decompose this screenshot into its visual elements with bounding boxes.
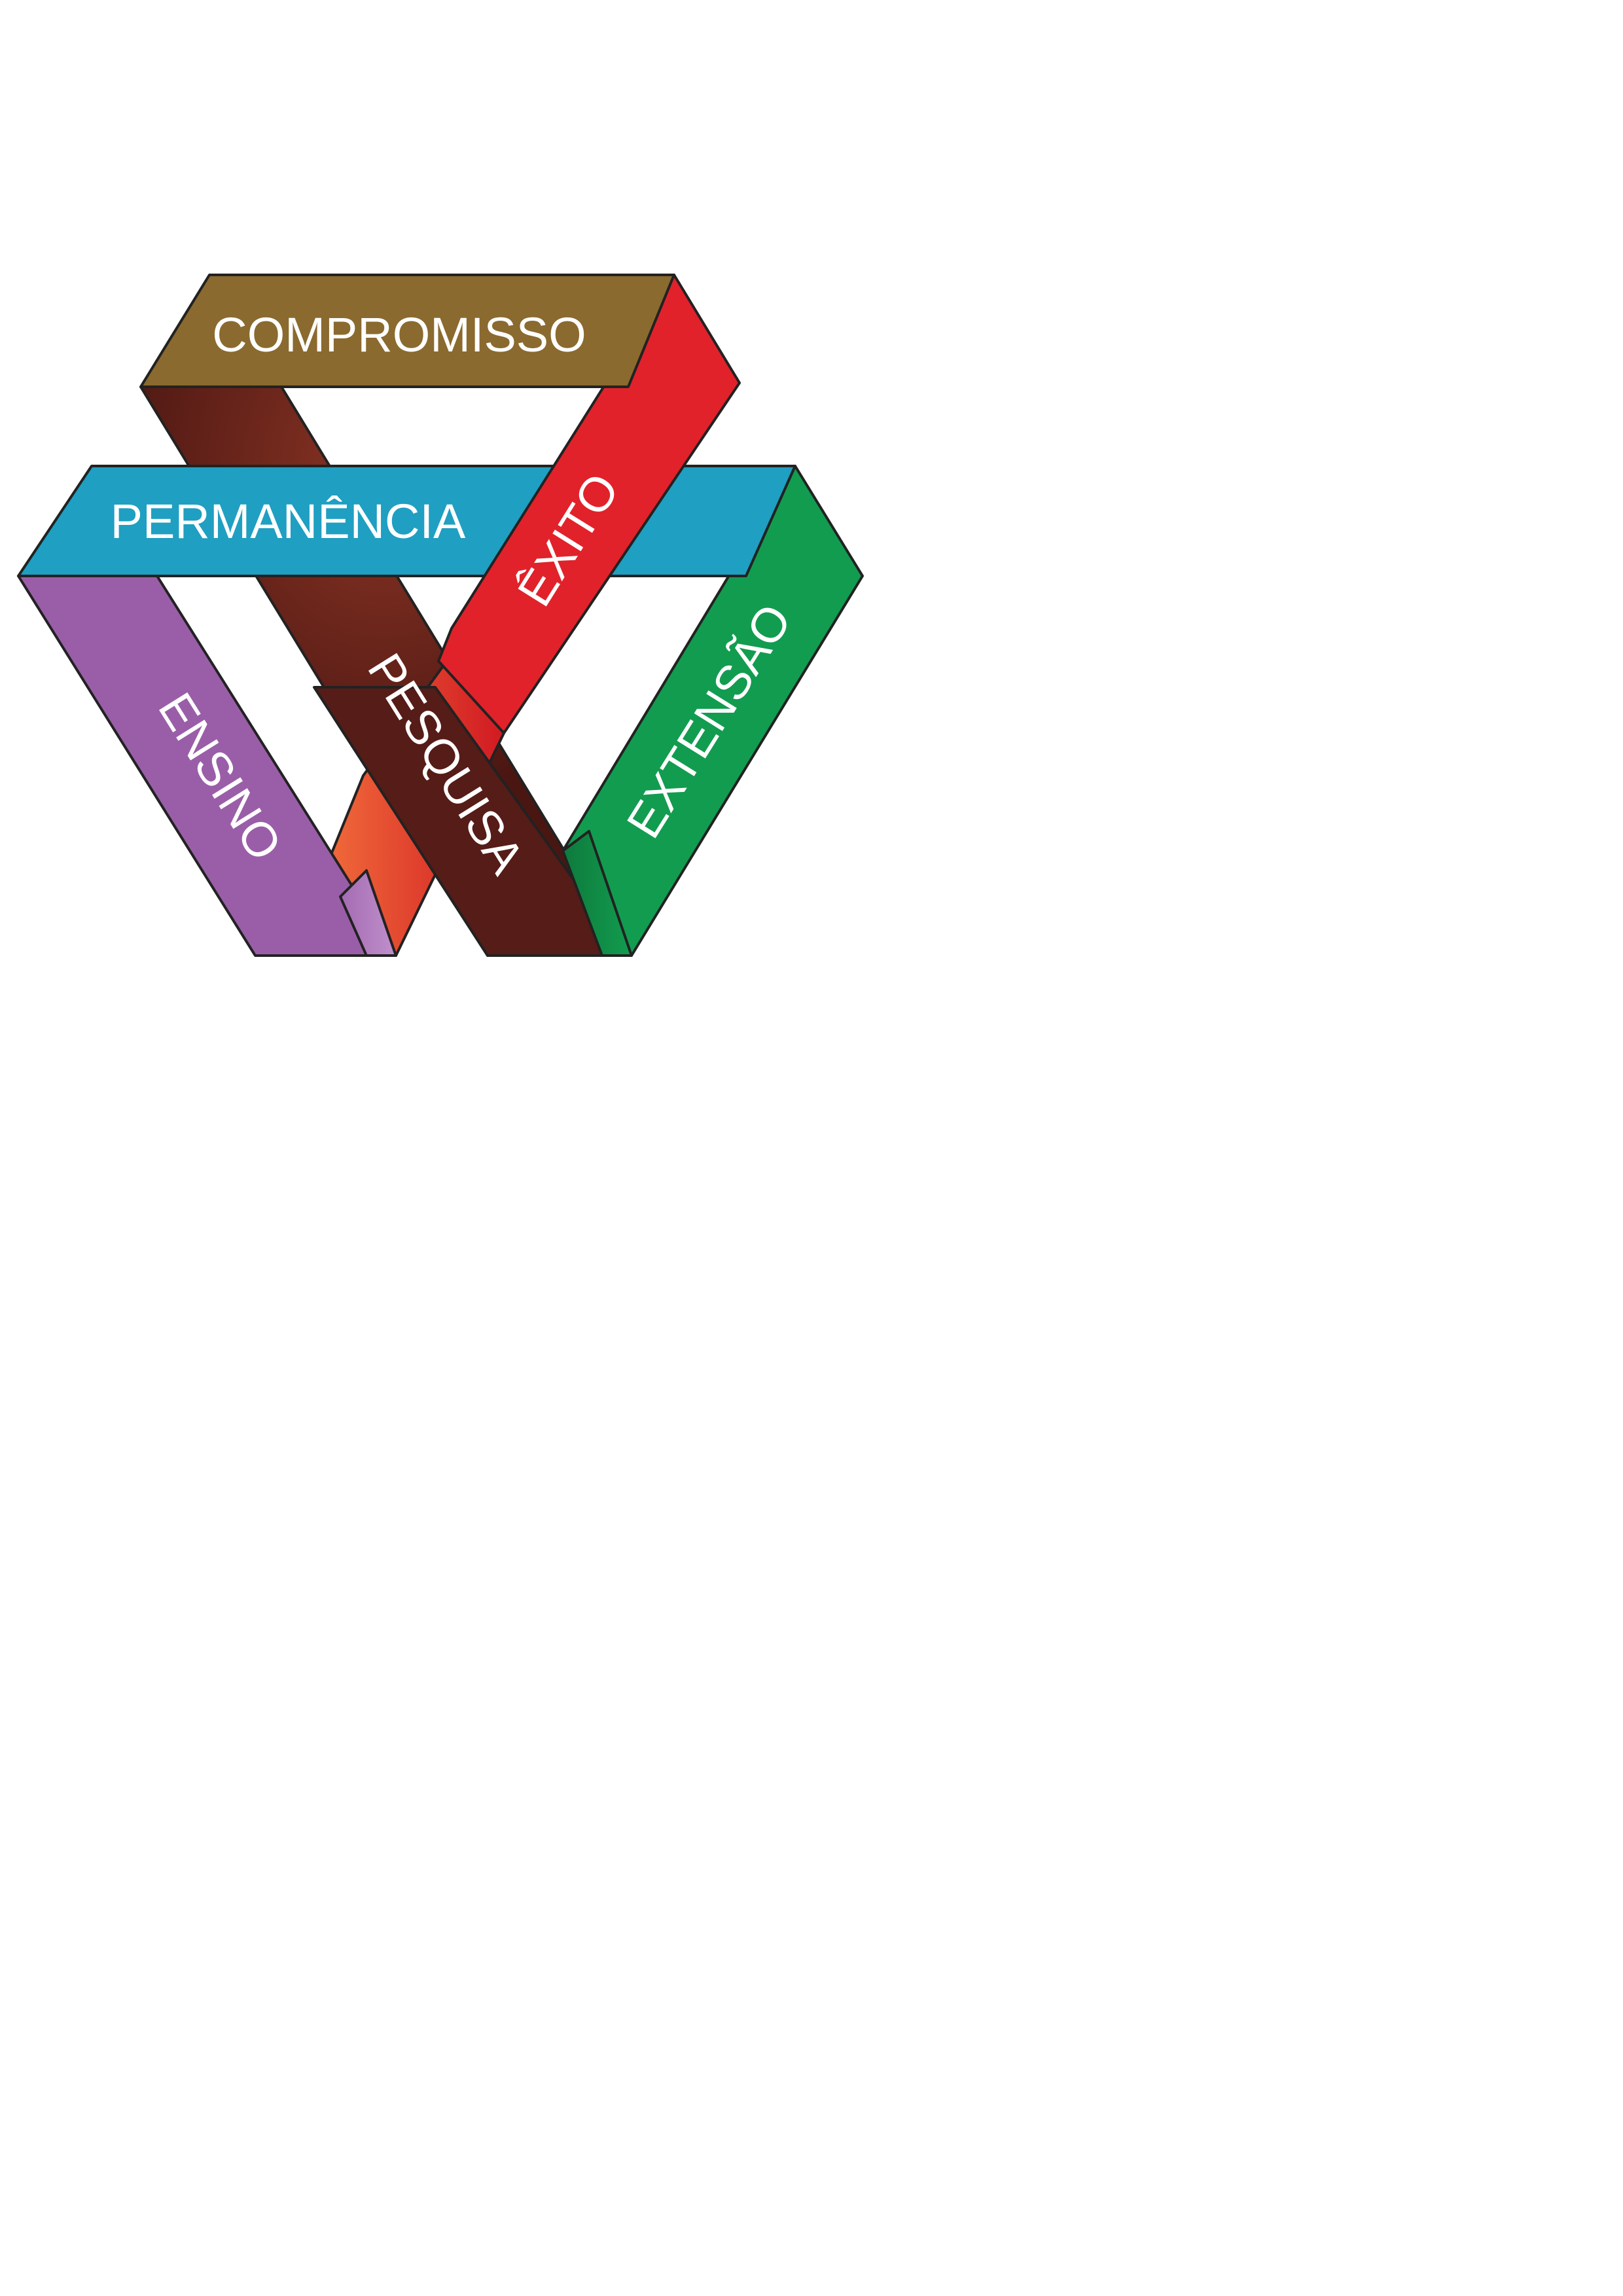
extensao-band-side (562, 830, 633, 957)
ensino-band-side (339, 869, 397, 957)
compromisso-band (139, 274, 675, 388)
permanencia-label: PERMANÊNCIA (111, 494, 466, 548)
exito-band (437, 274, 741, 734)
compromisso-label: COMPROMISSO (212, 308, 586, 362)
